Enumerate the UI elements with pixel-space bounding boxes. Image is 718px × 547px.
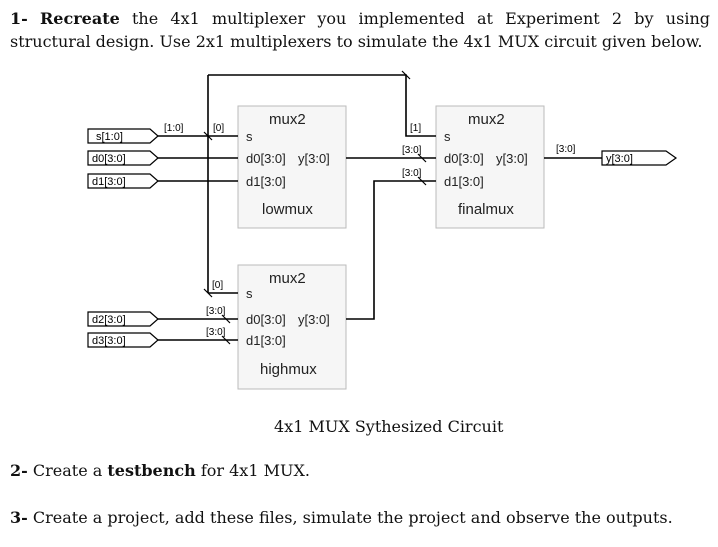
range-label-a: [3:0]	[206, 306, 226, 317]
bit0-top-label: [0]	[213, 123, 224, 134]
d2-port-label: d2[3:0]	[92, 314, 126, 326]
y-output-port	[601, 150, 678, 166]
d1-port	[87, 173, 159, 189]
highmux-type: mux2	[269, 270, 306, 287]
range-label-b: [3:0]	[206, 327, 226, 338]
highmux-block	[237, 264, 347, 390]
range-label-out: [3:0]	[556, 144, 576, 155]
question-3-number: 3-	[10, 508, 28, 527]
question-3: 3- Create a project, add these files, si…	[10, 506, 710, 529]
ripper-tick	[417, 176, 427, 186]
bit1-label: [1]	[410, 123, 421, 134]
d0-port-label: d0[3:0]	[92, 153, 126, 165]
d2-port	[87, 311, 159, 327]
d0-port	[87, 150, 159, 166]
highmux-s-pin: s	[246, 286, 253, 301]
s-port	[87, 128, 159, 144]
lowmux-d0-pin: d0[3:0]	[246, 151, 286, 166]
diagram-caption: 4x1 MUX Sythesized Circuit	[274, 417, 504, 436]
question-2-pre: Create a	[32, 461, 103, 480]
question-1-keyword: Recreate	[40, 9, 120, 28]
question-1: 1- Recreate the 4x1 multiplexer you impl…	[10, 7, 710, 53]
question-2-number: 2-	[10, 461, 28, 480]
ripper-tick	[417, 153, 427, 163]
lowmux-name: lowmux	[262, 201, 313, 218]
bit0-bottom-label: [0]	[212, 280, 223, 291]
range-label-d: [3:0]	[402, 168, 422, 179]
s-bus-label: [1:0]	[164, 123, 184, 134]
finalmux-name: finalmux	[458, 201, 514, 218]
ripper-tick	[203, 288, 213, 298]
finalmux-d0-pin: d0[3:0]	[444, 151, 484, 166]
finalmux-y-pin: y[3:0]	[496, 151, 528, 166]
s-bit1-wire	[208, 74, 436, 137]
highmux-name: highmux	[260, 361, 317, 378]
s-port-label: s[1:0]	[96, 131, 123, 143]
question-1-text: the 4x1 multiplexer you implemented at E…	[10, 9, 710, 51]
question-2-keyword: testbench	[107, 461, 196, 480]
lowmux-y-pin: y[3:0]	[298, 151, 330, 166]
highmux-y-pin: y[3:0]	[298, 312, 330, 327]
finalmux-type: mux2	[468, 111, 505, 128]
range-label-c: [3:0]	[402, 145, 422, 156]
highmux-out-wire	[346, 180, 436, 320]
d3-port-label: d3[3:0]	[92, 335, 126, 347]
lowmux-s-pin: s	[246, 129, 253, 144]
question-3-text: Create a project, add these files, simul…	[32, 508, 673, 527]
question-2: 2- Create a testbench for 4x1 MUX.	[10, 459, 710, 482]
highmux-d0-pin: d0[3:0]	[246, 312, 286, 327]
lowmux-block	[237, 105, 347, 229]
ripper-tick	[203, 131, 213, 141]
d1-port-label: d1[3:0]	[92, 176, 126, 188]
finalmux-block	[435, 105, 545, 229]
ripper-tick	[401, 70, 411, 80]
question-1-number: 1-	[10, 9, 28, 28]
ripper-tick	[221, 314, 231, 324]
ripper-tick	[221, 335, 231, 345]
question-2-post: for 4x1 MUX.	[200, 461, 310, 480]
highmux-d1-pin: d1[3:0]	[246, 333, 286, 348]
d3-port	[87, 332, 159, 348]
finalmux-d1-pin: d1[3:0]	[444, 174, 484, 189]
y-port-label: y[3:0]	[606, 153, 633, 165]
lowmux-d1-pin: d1[3:0]	[246, 174, 286, 189]
lowmux-type: mux2	[269, 111, 306, 128]
finalmux-s-pin: s	[444, 129, 451, 144]
